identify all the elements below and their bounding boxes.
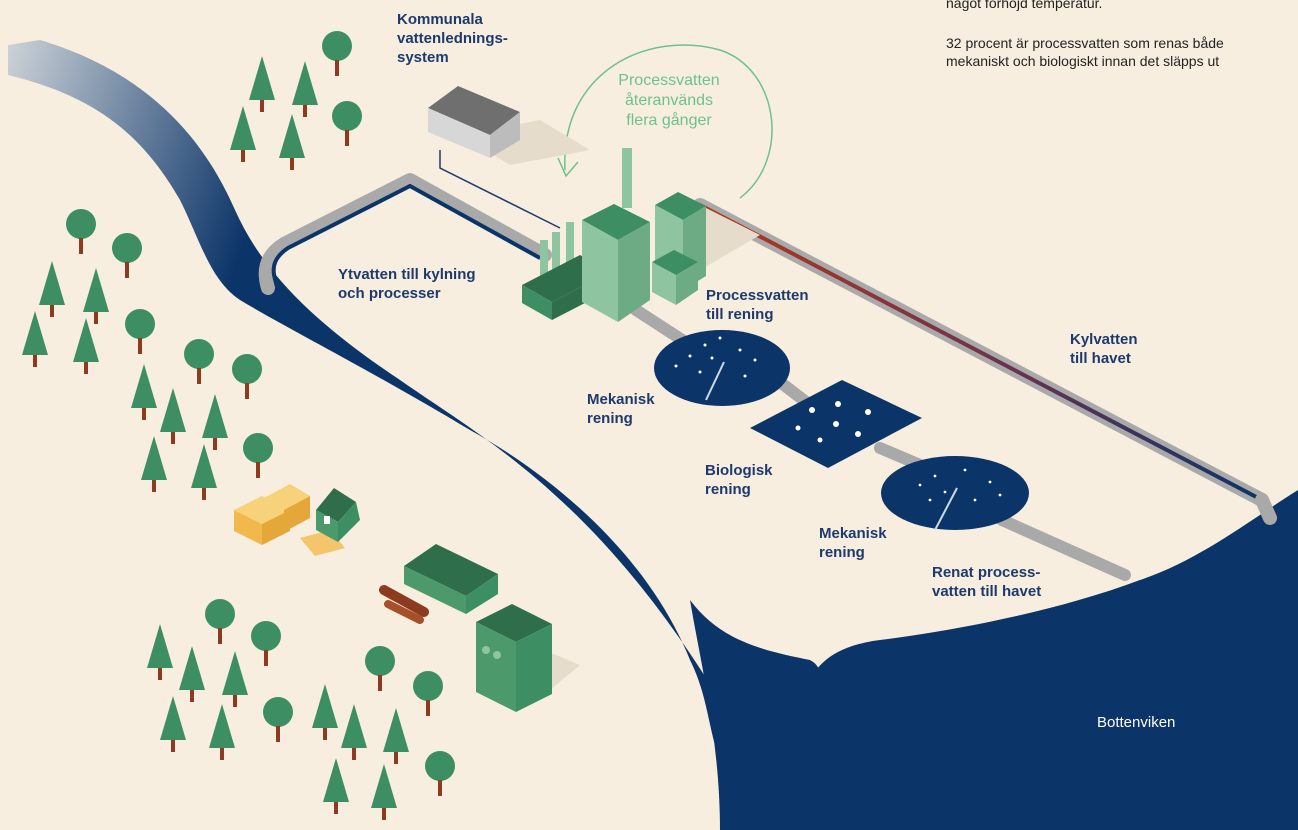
sawmill-area (234, 484, 360, 556)
lower-buildings (379, 544, 580, 712)
trees-bottom (147, 599, 455, 820)
label-process-to-treatment: Processvatten till rening (706, 287, 809, 323)
sea (770, 490, 1298, 830)
label-mechanical-1: Mekanisk rening (587, 391, 655, 427)
mill-building (522, 148, 760, 322)
label-intake: Ytvatten till kylning och processer (338, 266, 476, 302)
river-band (8, 40, 790, 830)
label-sea: Bottenviken (1097, 714, 1176, 731)
label-municipal-system: Kommunala vattenlednings- system (397, 11, 508, 66)
trees-top (230, 31, 362, 170)
intro-line-b: mekaniskt och biologiskt innan det släpp… (946, 53, 1220, 69)
label-cooling-water: Kylvatten till havet (1070, 331, 1138, 367)
municipal-line (439, 150, 561, 229)
inlet-connection (690, 600, 821, 830)
treated-pipe (996, 514, 1131, 581)
intro-line-top: något förhöjd temperatur. (946, 0, 1103, 11)
municipal-building (428, 86, 590, 165)
intro-line-a: 32 procent är processvatten som renas bå… (946, 35, 1224, 51)
label-biological: Biologisk rening (705, 462, 773, 498)
river (0, 42, 770, 830)
intake-pipe (258, 173, 552, 295)
label-mechanical-2: Mekanisk rening (819, 525, 887, 561)
label-treated-water: Renat process- vatten till havet (932, 564, 1042, 600)
label-reused-water: Processvatten återanvänds flera gånger (618, 72, 720, 129)
river-water (0, 45, 720, 830)
reuse-arrow (564, 44, 773, 199)
